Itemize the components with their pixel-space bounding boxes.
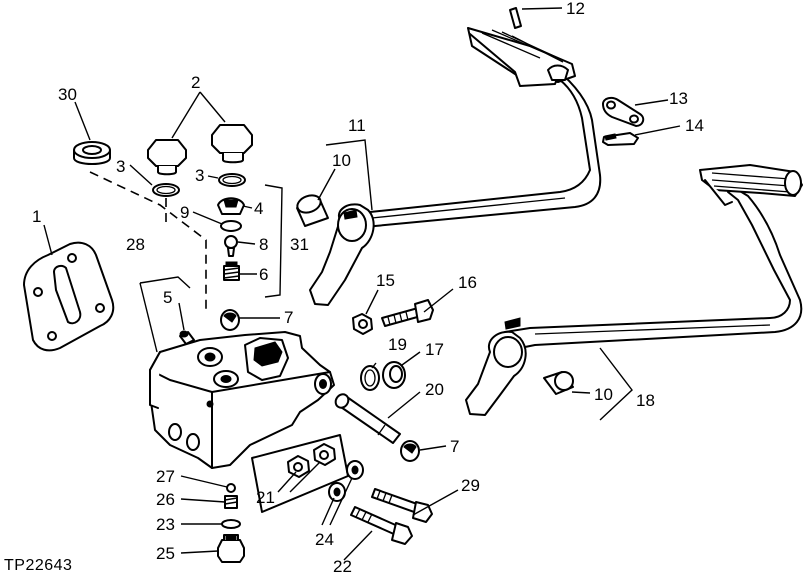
callout-7-upper: 7	[284, 308, 293, 327]
bushing-10-lower	[543, 371, 574, 395]
set-screw-5	[179, 330, 195, 345]
plug-2-left	[147, 139, 187, 176]
figure-id: TP22643	[4, 557, 72, 574]
callout-10-upper: 10	[332, 151, 351, 170]
washer-24-upper	[346, 460, 364, 480]
plug-25	[217, 534, 245, 563]
o-ring-9	[220, 220, 242, 232]
nut-21-left	[287, 455, 310, 478]
spring-pin-12	[509, 7, 522, 29]
callout-3-left: 3	[116, 157, 125, 176]
bracket-11	[325, 139, 373, 211]
o-ring-23	[221, 519, 241, 529]
o-ring-19	[360, 365, 380, 391]
pivot-shaft-20	[334, 393, 401, 444]
bracket-28	[139, 276, 191, 353]
callout-25: 25	[156, 544, 175, 563]
callout-30: 30	[58, 85, 77, 104]
bracket-18	[599, 347, 633, 421]
callout-22: 22	[333, 557, 352, 575]
callout-5: 5	[163, 288, 172, 307]
callout-3-right: 3	[195, 166, 204, 185]
retaining-ring-7-upper	[220, 309, 240, 331]
callout-15: 15	[376, 271, 395, 290]
callout-8: 8	[259, 235, 268, 254]
bushing-10-upper	[296, 194, 329, 227]
left-brake-pedal	[309, 27, 602, 306]
nut-21-right	[313, 443, 336, 466]
bushing-17	[382, 361, 406, 389]
callout-31: 31	[290, 235, 309, 254]
callout-13: 13	[669, 89, 688, 108]
link-bar-13	[602, 96, 645, 127]
callout-9: 9	[180, 203, 189, 222]
callout-27: 27	[156, 467, 175, 486]
retaining-ring-7-lower	[400, 440, 420, 462]
bracket-21	[277, 461, 321, 493]
callout-2: 2	[191, 73, 200, 92]
callout-4: 4	[254, 199, 263, 218]
callout-20: 20	[425, 380, 444, 399]
callout-6: 6	[259, 265, 268, 284]
callout-28: 28	[126, 235, 145, 254]
o-ring-3-left	[152, 183, 180, 197]
bracket-31	[264, 184, 283, 298]
callout-12: 12	[566, 0, 585, 18]
leader-lines	[43, 7, 681, 561]
callout-17: 17	[425, 340, 444, 359]
callout-26: 26	[156, 490, 175, 509]
cap-screw-29	[371, 488, 433, 523]
ball-27	[226, 483, 236, 493]
callout-21: 21	[256, 488, 275, 507]
callout-1: 1	[32, 207, 41, 226]
right-brake-pedal	[465, 164, 803, 416]
cap-screw-22	[350, 506, 413, 545]
spring-6	[223, 261, 240, 281]
assembly-guide-lines	[89, 171, 207, 310]
callout-10-lower: 10	[594, 385, 613, 404]
check-valve-4	[217, 197, 245, 215]
cap-screw-16	[381, 299, 434, 327]
lock-plate-14	[602, 132, 639, 146]
cover-plate-1	[23, 241, 115, 352]
callout-24: 24	[315, 530, 334, 549]
o-ring-3-right	[218, 173, 246, 187]
callout-7-lower: 7	[450, 437, 459, 456]
spring-26	[224, 495, 238, 509]
valve-housing-28	[149, 331, 335, 469]
bushing-30	[73, 141, 111, 165]
callout-14: 14	[685, 116, 704, 135]
callout-29: 29	[461, 476, 480, 495]
callout-16: 16	[458, 273, 477, 292]
callout-18: 18	[636, 391, 655, 410]
callout-labels: 12 2 30 13 11 14 10 3 3 4 9 1 8 31 6 28 …	[32, 0, 704, 575]
valve-8	[224, 235, 238, 257]
bracket-24	[321, 477, 353, 526]
plug-2-right	[211, 124, 253, 164]
callout-23: 23	[156, 515, 175, 534]
callout-19: 19	[388, 335, 407, 354]
nut-15	[352, 313, 373, 335]
callout-11: 11	[348, 116, 366, 135]
